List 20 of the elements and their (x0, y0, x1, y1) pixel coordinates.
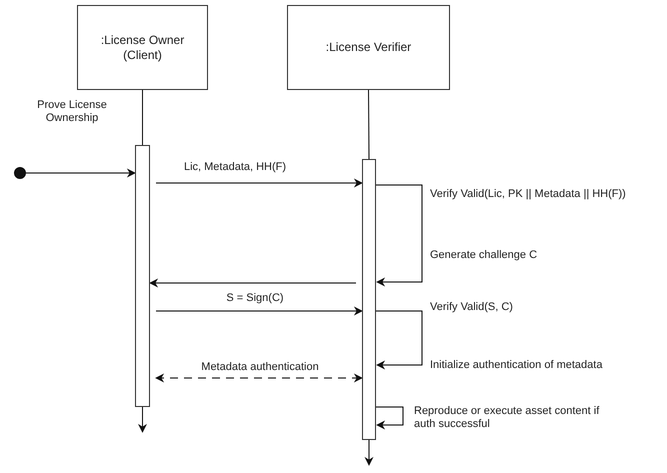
self-message-arrow (376, 406, 404, 430)
self-message-arrow (376, 184, 422, 286)
message-arrow (26, 168, 136, 178)
lifeline-title: :License Owner (Client) (100, 32, 186, 62)
activation-bar (362, 159, 376, 440)
lifeline-header-box (77, 5, 208, 90)
message-arrow (155, 374, 363, 382)
start-dot (14, 167, 26, 179)
note-text: Generate challenge C (430, 249, 538, 262)
activation-bar (135, 145, 150, 407)
lifeline-title: :License Verifier (326, 40, 412, 55)
self-message-arrow (376, 310, 422, 370)
lifeline (368, 90, 370, 160)
message-arrow (156, 306, 363, 316)
lifeline-arrow (138, 406, 147, 433)
message-arrow (156, 178, 363, 188)
message-arrow (149, 278, 356, 288)
lifeline-arrow (364, 440, 374, 466)
lifeline-header-box (287, 5, 450, 90)
lifeline (142, 90, 143, 146)
